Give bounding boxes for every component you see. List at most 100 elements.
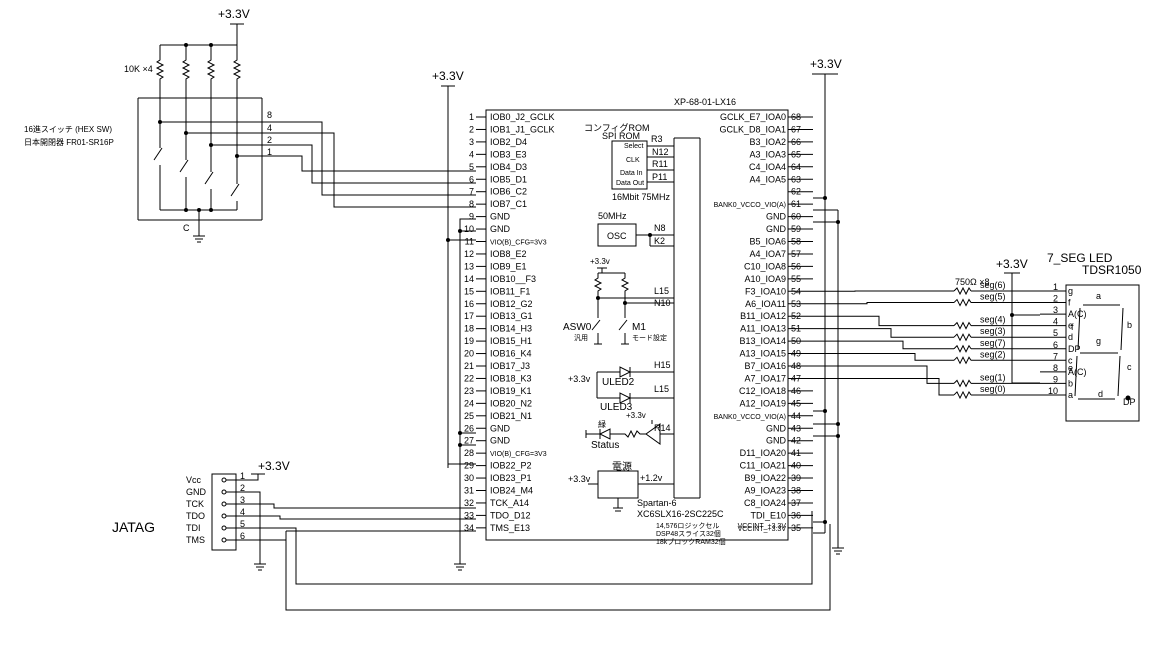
module-right-pin-name: A4_IOA5	[749, 174, 786, 184]
jtag-signal-label: Vcc	[186, 475, 202, 485]
seg-net-label: seg(6)	[980, 280, 1006, 290]
segment-label-a: a	[1096, 291, 1101, 301]
module-left-pin-name: IOB23_P1	[490, 473, 532, 483]
module-left-pin-number: 12	[464, 249, 474, 259]
seg-led-pin-number: 7	[1053, 351, 1058, 361]
spi-rom-size: 16Mbit 75MHz	[612, 192, 671, 202]
module-right-pin-name: F3_IOA10	[745, 286, 786, 296]
module-left-pin-number: 19	[464, 336, 474, 346]
jtag-signal-label: TMS	[186, 535, 205, 545]
seg-net-label: seg(2)	[980, 349, 1006, 359]
asw-block: +3.3v L15 N10 ASW0 汎用 M1 モード設定	[563, 257, 674, 345]
led-label: ULED3	[600, 402, 633, 413]
seg-net-label: seg(5)	[980, 292, 1006, 302]
module-right-pin-name: C11_IOA21	[740, 461, 786, 471]
module-left-pin-number: 11	[465, 237, 474, 247]
seg-net-label: seg(7)	[980, 338, 1006, 348]
power-input: +3.3v	[568, 474, 591, 484]
module-left-pin-name: IOB14_H3	[490, 324, 532, 334]
module-right-pin-name: C8_IOA24	[744, 498, 786, 508]
module-left-pin-number: 14	[464, 274, 474, 284]
jtag-pin-number: 5	[240, 519, 245, 529]
module-right-pin-number: 51	[791, 324, 801, 334]
module-left-pin-name: GND	[490, 423, 511, 433]
module-left-pin-number: 22	[464, 373, 474, 383]
module-right-pin-number: 48	[791, 361, 801, 371]
jtag-pin-number: 6	[240, 531, 245, 541]
segment-label-c: c	[1127, 362, 1132, 372]
seg-net-label: seg(1)	[980, 372, 1006, 382]
module-left-pin-number: 29	[464, 461, 474, 471]
module-right-pin-number: 55	[791, 274, 801, 284]
status-color: 緑	[598, 419, 606, 429]
hex-switch-pin: 8	[267, 110, 272, 120]
module-vccint-label: VCCINT_+3.3V	[738, 523, 787, 530]
seg-led-pin-number: 1	[1053, 282, 1058, 292]
segment-label-b: b	[1127, 320, 1132, 330]
module-right-pin-number: 50	[791, 336, 801, 346]
seg-led-pin-number: 3	[1053, 305, 1058, 315]
seg-net-label: seg(0)	[980, 384, 1006, 394]
jtag-pin-contact	[221, 537, 227, 543]
module-left-pin-name: TMS_E13	[490, 523, 530, 533]
module-right-pin-number: 41	[791, 448, 801, 458]
module-left-pin-number: 3	[469, 137, 474, 147]
module-left-pin-number: 1	[469, 112, 474, 122]
module-left-pin-name: IOB24_M4	[490, 486, 533, 496]
module-name: XP-68-01-LX16	[674, 97, 736, 107]
hex-switch-pin: 2	[267, 135, 272, 145]
fpga-family: Spartan-6	[637, 498, 677, 508]
spi-rom-title: コンフィグROM	[584, 122, 650, 133]
seg-led-pin-number: 8	[1053, 363, 1058, 373]
spi-rom-pin: CLK	[626, 157, 640, 164]
hex-switch-title: 16進スイッチ (HEX SW)	[24, 125, 112, 134]
module-left-pin-name: VIO(B)_CFG=3V3	[490, 451, 547, 458]
module-left-pin-name: IOB0_J2_GCLK	[490, 112, 555, 122]
jtag-pin-contact	[221, 501, 227, 507]
power-regulator: 電源 +3.3v +1.2v	[568, 460, 674, 512]
pullup-network: +3.3V 10K ×4	[124, 7, 250, 156]
seg-led-pin-name: A(C)	[1068, 367, 1087, 377]
module-right-pin-number: 66	[791, 137, 801, 147]
module-right-pin-number: 36	[791, 510, 801, 520]
seg-net-wire	[813, 377, 954, 396]
module-left-pin-name: IOB7_C1	[490, 199, 527, 209]
spi-rom-ball: N12	[652, 147, 669, 157]
module-left-pin-number: 20	[464, 349, 474, 359]
module-left-pin-name: GND	[490, 224, 511, 234]
seg-resistor	[953, 379, 972, 388]
module-right-pin-name: A7_IOA17	[744, 373, 786, 383]
module-right-pin-number: 40	[791, 461, 801, 471]
module-right-pin-number: 68	[791, 112, 801, 122]
module-left-pin-number: 18	[464, 324, 474, 334]
module-right-pin-number: 39	[791, 473, 801, 483]
seg-led-pin-number: 10	[1048, 386, 1058, 396]
module-right-pin-name: GCLK_D8_IOA1	[719, 124, 786, 134]
module-left-pin-name: IOB1_J1_GCLK	[490, 124, 555, 134]
status-led: +3.3v 緑 Status R14	[585, 411, 674, 451]
module-right-pin-name: BANK0_VCCO_VIO(A)	[714, 414, 786, 421]
module-left-pin-number: 7	[469, 187, 474, 197]
module-right-pin-name: GCLK_E7_IOA0	[720, 112, 786, 122]
module-left-supply: +3.3V	[432, 69, 476, 571]
seg-resistor	[953, 344, 972, 353]
seg-led-pin-name: g	[1068, 286, 1073, 296]
module-left-pin-number: 4	[469, 149, 474, 159]
led-ball: H15	[654, 360, 671, 370]
module-right-supply: +3.3V	[810, 57, 844, 555]
jtag-signal-label: TCK	[186, 499, 204, 509]
module-left-pin-name: IOB5_D1	[490, 174, 527, 184]
module-left-pin-number: 21	[464, 361, 474, 371]
fpga-part: XC6SLX16-2SC225C	[637, 509, 724, 519]
module-right-pin-number: 42	[791, 436, 801, 446]
jtag-pin-number: 3	[240, 495, 245, 505]
seg-resistor-label: 750Ω ×8	[955, 277, 990, 287]
module-right-pin-name: D11_IOA20	[740, 448, 786, 458]
status-label: Status	[591, 440, 619, 451]
module-left-pin-number: 30	[464, 473, 474, 483]
module-right-pin-name: GND	[766, 212, 787, 222]
module-left-pin-number: 25	[464, 411, 474, 421]
